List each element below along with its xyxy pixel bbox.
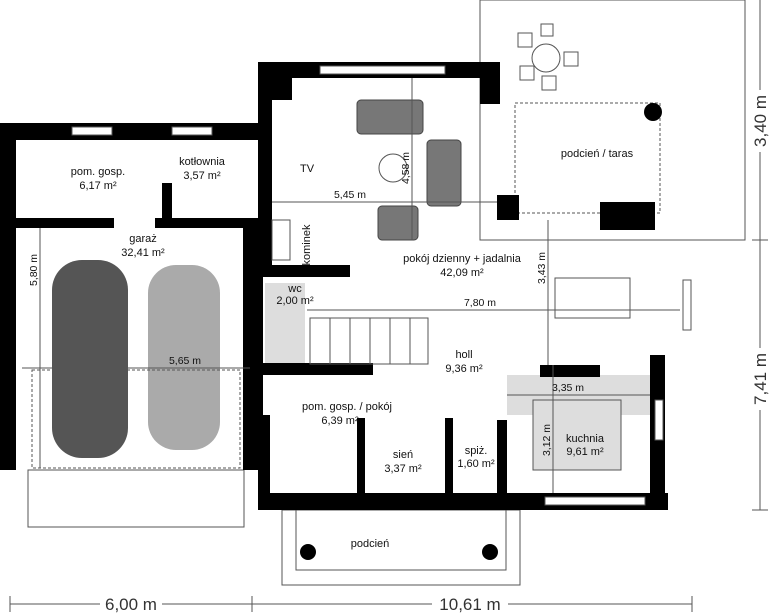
dimension-label: 7,41 m: [751, 353, 770, 405]
dimension-label: 5,65 m: [169, 355, 201, 367]
dimension-label: 6,00 m: [105, 595, 157, 614]
room-area: 2,00 m²: [276, 295, 314, 307]
room-area: 42,09 m²: [440, 267, 484, 279]
dimension-label: 3,35 m: [552, 382, 584, 394]
window[interactable]: [544, 496, 646, 506]
dimension-label: 4,58 m: [400, 152, 412, 184]
fireplace-label: kominek: [301, 224, 313, 265]
porch-inner: [295, 509, 507, 571]
room-name: spiż.: [465, 445, 488, 457]
terrace-table-set: [517, 23, 579, 91]
room-area: 9,61 m²: [566, 446, 604, 458]
car-light: [148, 265, 220, 450]
room-area: 3,37 m²: [384, 463, 422, 475]
coffee-table: [378, 153, 408, 183]
tv-label: TV: [300, 163, 315, 175]
dimension-label: 5,45 m: [334, 189, 366, 201]
room-name: kuchnia: [566, 433, 605, 445]
kitchen-island: [532, 399, 622, 471]
dimension-label: 7,80 m: [464, 297, 496, 309]
terrace-outline: [479, 0, 746, 241]
dimension-label: 3,43 m: [536, 252, 548, 284]
room-name: pom. gosp.: [71, 166, 125, 178]
fireplace: [271, 219, 291, 261]
garage-canopy: [27, 469, 245, 528]
window[interactable]: [71, 126, 113, 136]
porch-label: podcień: [351, 538, 390, 550]
dimension-label: 3,12 m: [541, 424, 553, 456]
dimension-label: 5,80 m: [28, 254, 40, 286]
terrace-label: podcień / taras: [561, 148, 634, 160]
room-name: pom. gosp. / pokój: [302, 401, 392, 413]
room-name: sień: [393, 449, 413, 461]
window[interactable]: [171, 126, 213, 136]
room-name: holl: [455, 349, 472, 361]
room-area: 3,57 m²: [183, 170, 221, 182]
room-area: 6,39 m²: [321, 415, 359, 427]
sofa: [426, 139, 462, 207]
wc-floor: [265, 283, 305, 363]
dimension-label: 10,61 m: [439, 595, 500, 614]
armchair: [377, 205, 419, 241]
room-area: 32,41 m²: [121, 247, 165, 259]
room-name: garaż: [129, 233, 157, 245]
sofa: [356, 99, 424, 135]
dimension-label: 3,40 m: [751, 95, 770, 147]
room-name: pokój dzienny + jadalnia: [403, 253, 522, 265]
window[interactable]: [682, 279, 692, 331]
room-name: wc: [287, 283, 302, 295]
garage-door: [31, 369, 241, 469]
terrace-column: [644, 103, 662, 121]
porch-column: [300, 544, 316, 560]
staircase: [309, 317, 429, 365]
room-area: 9,36 m²: [445, 363, 483, 375]
room-area: 6,17 m²: [79, 180, 117, 192]
room-name: kotłownia: [179, 156, 226, 168]
terrace-inner: [514, 102, 661, 214]
window[interactable]: [654, 399, 664, 441]
dining-table: [554, 277, 631, 319]
car-dark: [52, 260, 128, 458]
window[interactable]: [319, 65, 446, 75]
porch-column: [482, 544, 498, 560]
room-area: 1,60 m²: [457, 458, 495, 470]
